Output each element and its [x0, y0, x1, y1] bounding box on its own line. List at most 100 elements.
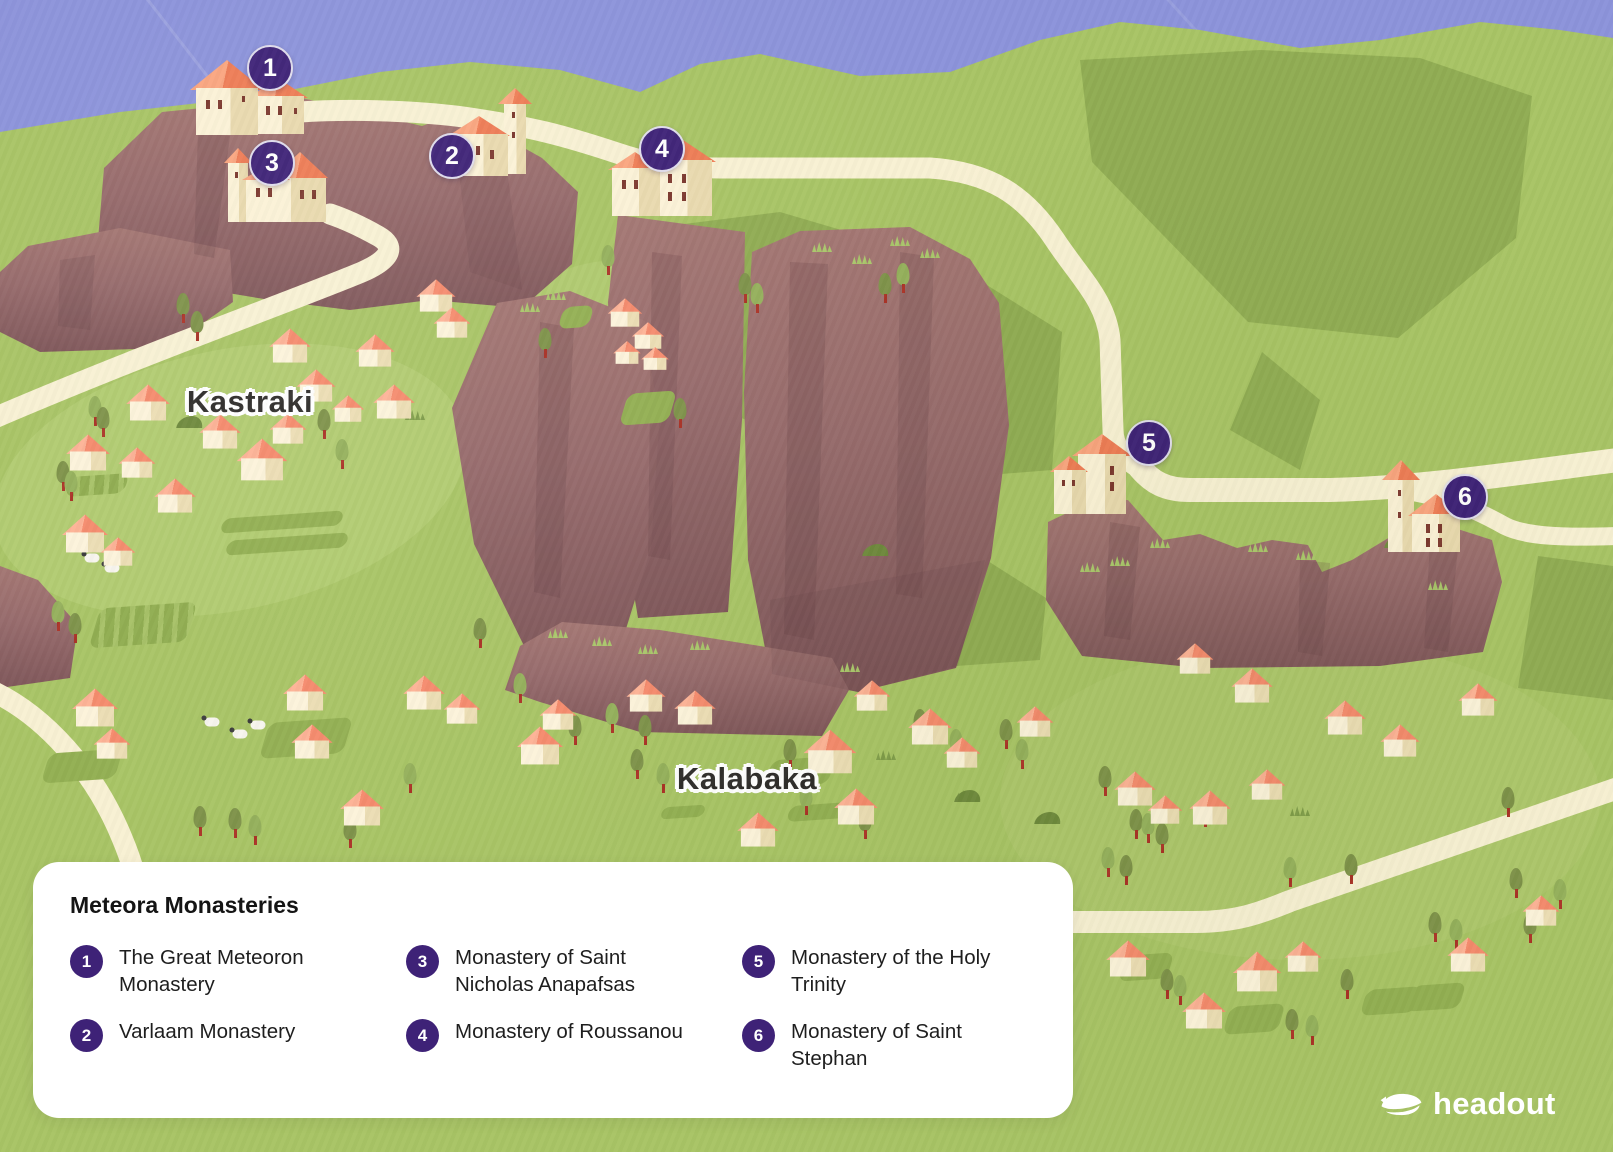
village-house: [1233, 951, 1281, 992]
tree: [335, 439, 349, 469]
legend-item-1: 1 The Great Meteoron Monastery: [70, 944, 406, 998]
village-house: [834, 788, 878, 825]
village-house: [199, 414, 240, 449]
headout-logo: headout: [1378, 1086, 1556, 1122]
village-house: [517, 726, 563, 765]
village-house: [1182, 992, 1226, 1029]
village-house: [1447, 937, 1488, 972]
map-marker-2[interactable]: 2: [429, 133, 475, 179]
tree: [1344, 854, 1358, 884]
legend-marker-4: 4: [406, 1019, 439, 1052]
sheep: [229, 727, 248, 739]
tree: [630, 749, 644, 779]
village-house: [283, 674, 327, 711]
legend-item-5: 5 Monastery of the Holy Trinity: [742, 944, 1036, 998]
village-house: [1148, 795, 1183, 824]
village-house: [1458, 683, 1497, 716]
monastery-5-building: [1050, 430, 1134, 516]
legend-marker-6: 6: [742, 1019, 775, 1052]
village-house: [154, 478, 195, 513]
tree: [1160, 969, 1174, 999]
tree: [1101, 847, 1115, 877]
tree: [1428, 912, 1442, 942]
village-house: [62, 514, 108, 553]
village-house: [1114, 771, 1155, 806]
tree: [605, 703, 619, 733]
tree: [513, 673, 527, 703]
village-house: [1189, 790, 1230, 825]
village-house: [854, 680, 891, 711]
tree: [228, 808, 242, 838]
tree: [1285, 1009, 1299, 1039]
sheep: [201, 715, 220, 727]
village-house: [626, 679, 665, 712]
tree: [1509, 868, 1523, 898]
village-house: [332, 395, 364, 422]
sheep: [247, 718, 266, 730]
map-marker-4[interactable]: 4: [639, 126, 685, 172]
tree: [1305, 1015, 1319, 1045]
legend-item-label: Monastery of the Holy Trinity: [791, 946, 991, 996]
tree: [783, 739, 797, 769]
village-house: [373, 384, 414, 419]
map-marker-3[interactable]: 3: [249, 140, 295, 186]
tree: [538, 328, 552, 358]
village-house: [403, 675, 444, 710]
tree: [799, 785, 813, 815]
village-house: [804, 730, 857, 774]
village-house: [1523, 895, 1560, 926]
map-marker-5[interactable]: 5: [1126, 420, 1172, 466]
legend-marker-2: 2: [70, 1019, 103, 1052]
village-house: [94, 728, 131, 759]
village-house: [126, 384, 170, 421]
tree: [750, 283, 764, 313]
village-house: [434, 307, 471, 338]
legend-item-label: The Great Meteoron Monastery: [119, 946, 304, 996]
tree: [673, 398, 687, 428]
village-house: [101, 537, 136, 566]
tree: [656, 763, 670, 793]
monastery-1-building: [190, 60, 314, 136]
legend-marker-5: 5: [742, 945, 775, 978]
map-marker-1[interactable]: 1: [247, 45, 293, 91]
tree: [317, 409, 331, 439]
legend-title: Meteora Monasteries: [70, 892, 299, 918]
tree: [1098, 766, 1112, 796]
tree: [878, 273, 892, 303]
tree: [1283, 857, 1297, 887]
village-house: [737, 812, 778, 847]
headout-logo-icon: [1380, 1093, 1422, 1115]
legend-panel: Meteora Monasteries 1 The Great Meteoron …: [33, 862, 1073, 1118]
sheep: [81, 551, 100, 563]
tree: [1449, 919, 1463, 949]
tree: [999, 719, 1013, 749]
tree: [1501, 787, 1515, 817]
tree: [1340, 969, 1354, 999]
village-house: [641, 347, 669, 370]
village-house: [1231, 668, 1272, 703]
tree: [193, 806, 207, 836]
town-label-kalabaka: Kalabaka: [676, 761, 818, 796]
tree: [601, 245, 615, 275]
village-house: [340, 789, 384, 826]
village-house: [613, 341, 641, 364]
tree: [176, 293, 190, 323]
village-house: [119, 447, 156, 478]
tree: [248, 815, 262, 845]
village-house: [632, 322, 664, 349]
village-house: [444, 693, 481, 724]
legend-marker-1: 1: [70, 945, 103, 978]
village-house: [540, 699, 577, 730]
map-marker-6[interactable]: 6: [1442, 474, 1488, 520]
village-house: [674, 690, 715, 725]
village-house: [296, 369, 335, 402]
village-house: [1249, 769, 1286, 800]
village-house: [1285, 941, 1322, 972]
tree: [1119, 855, 1133, 885]
village-house: [1106, 940, 1150, 977]
tree: [638, 715, 652, 745]
legend-marker-3: 3: [406, 945, 439, 978]
